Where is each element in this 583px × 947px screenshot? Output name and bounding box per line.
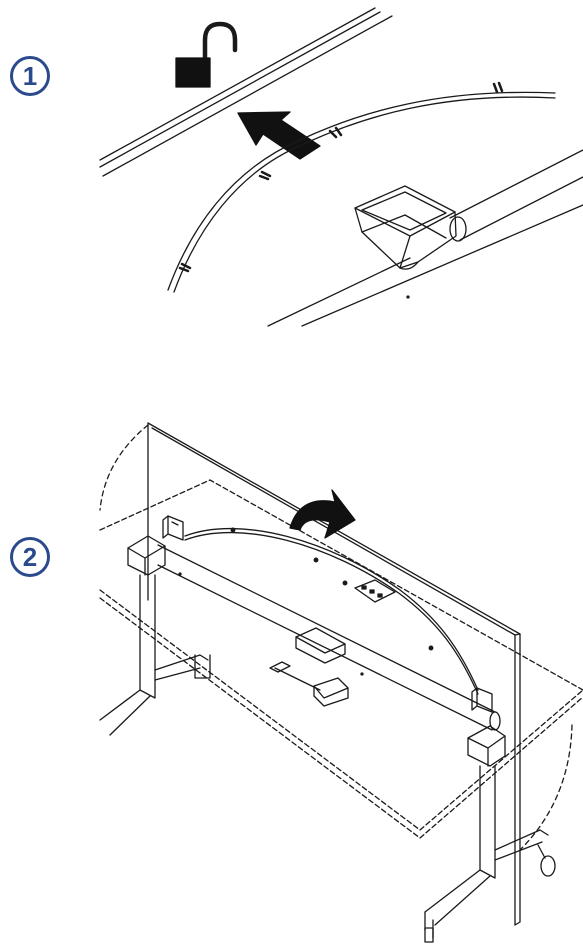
desk-edge [99, 7, 393, 177]
power-strip [354, 579, 396, 603]
step-2-badge: 2 [10, 537, 50, 577]
cable-tray [354, 185, 457, 270]
table-top-folded-outline [99, 479, 583, 839]
step-1-number: 1 [22, 61, 38, 91]
step-2-number: 2 [22, 542, 38, 572]
cross-bar [157, 544, 501, 731]
hinge-bracket-right [471, 687, 493, 713]
push-arrow-icon [237, 111, 321, 160]
cable-tray-step-2 [178, 572, 364, 707]
step-1-illustration [99, 7, 583, 327]
padlock-unlocked-icon [175, 21, 238, 88]
step-2-illustration [99, 422, 583, 943]
leg-left [99, 535, 211, 736]
rotation-arc-right [519, 724, 573, 851]
cable [167, 81, 556, 293]
step-1-badge: 1 [10, 56, 50, 96]
hinge-bracket-left [162, 515, 184, 541]
frame-tube [267, 149, 583, 327]
rotation-arc-left [99, 424, 149, 511]
rotate-arrow-icon [289, 489, 356, 539]
cable-step-2 [184, 527, 479, 695]
leg-right [424, 725, 556, 943]
